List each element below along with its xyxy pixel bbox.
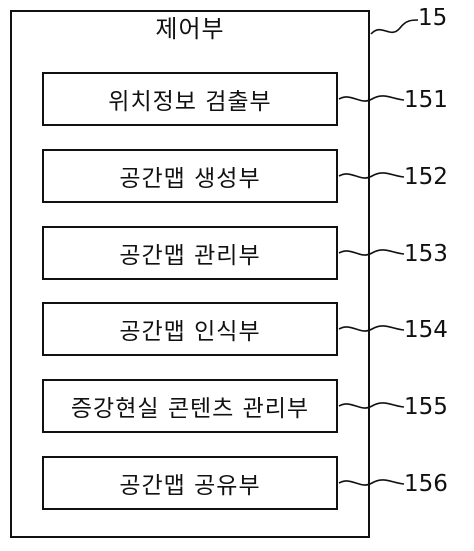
- module-ar-content-manager: 증강현실 콘텐츠 관리부: [42, 379, 338, 433]
- module-label: 위치정보 검출부: [108, 89, 272, 115]
- module-space-map-manager: 공간맵 관리부: [42, 226, 338, 280]
- module-ref: 152: [404, 164, 448, 190]
- control-unit-ref: 15: [418, 5, 448, 31]
- module-label: 공간맵 공유부: [119, 473, 261, 499]
- module-label: 증강현실 콘텐츠 관리부: [70, 396, 310, 422]
- module-space-map-sharer: 공간맵 공유부: [42, 456, 338, 510]
- module-ref: 156: [404, 471, 448, 497]
- leader-line-15: [370, 19, 419, 35]
- module-ref: 154: [404, 317, 448, 343]
- control-unit-title: 제어부: [155, 15, 225, 43]
- module-label: 공간맵 생성부: [119, 166, 261, 192]
- module-space-map-recognizer: 공간맵 인식부: [42, 302, 338, 356]
- module-space-map-generator: 공간맵 생성부: [42, 149, 338, 203]
- module-location-info-detector: 위치정보 검출부: [42, 72, 338, 126]
- module-ref: 151: [404, 87, 448, 113]
- module-ref: 153: [404, 241, 448, 267]
- module-ref: 155: [404, 394, 448, 420]
- module-label: 공간맵 관리부: [119, 243, 261, 269]
- module-label: 공간맵 인식부: [119, 319, 261, 345]
